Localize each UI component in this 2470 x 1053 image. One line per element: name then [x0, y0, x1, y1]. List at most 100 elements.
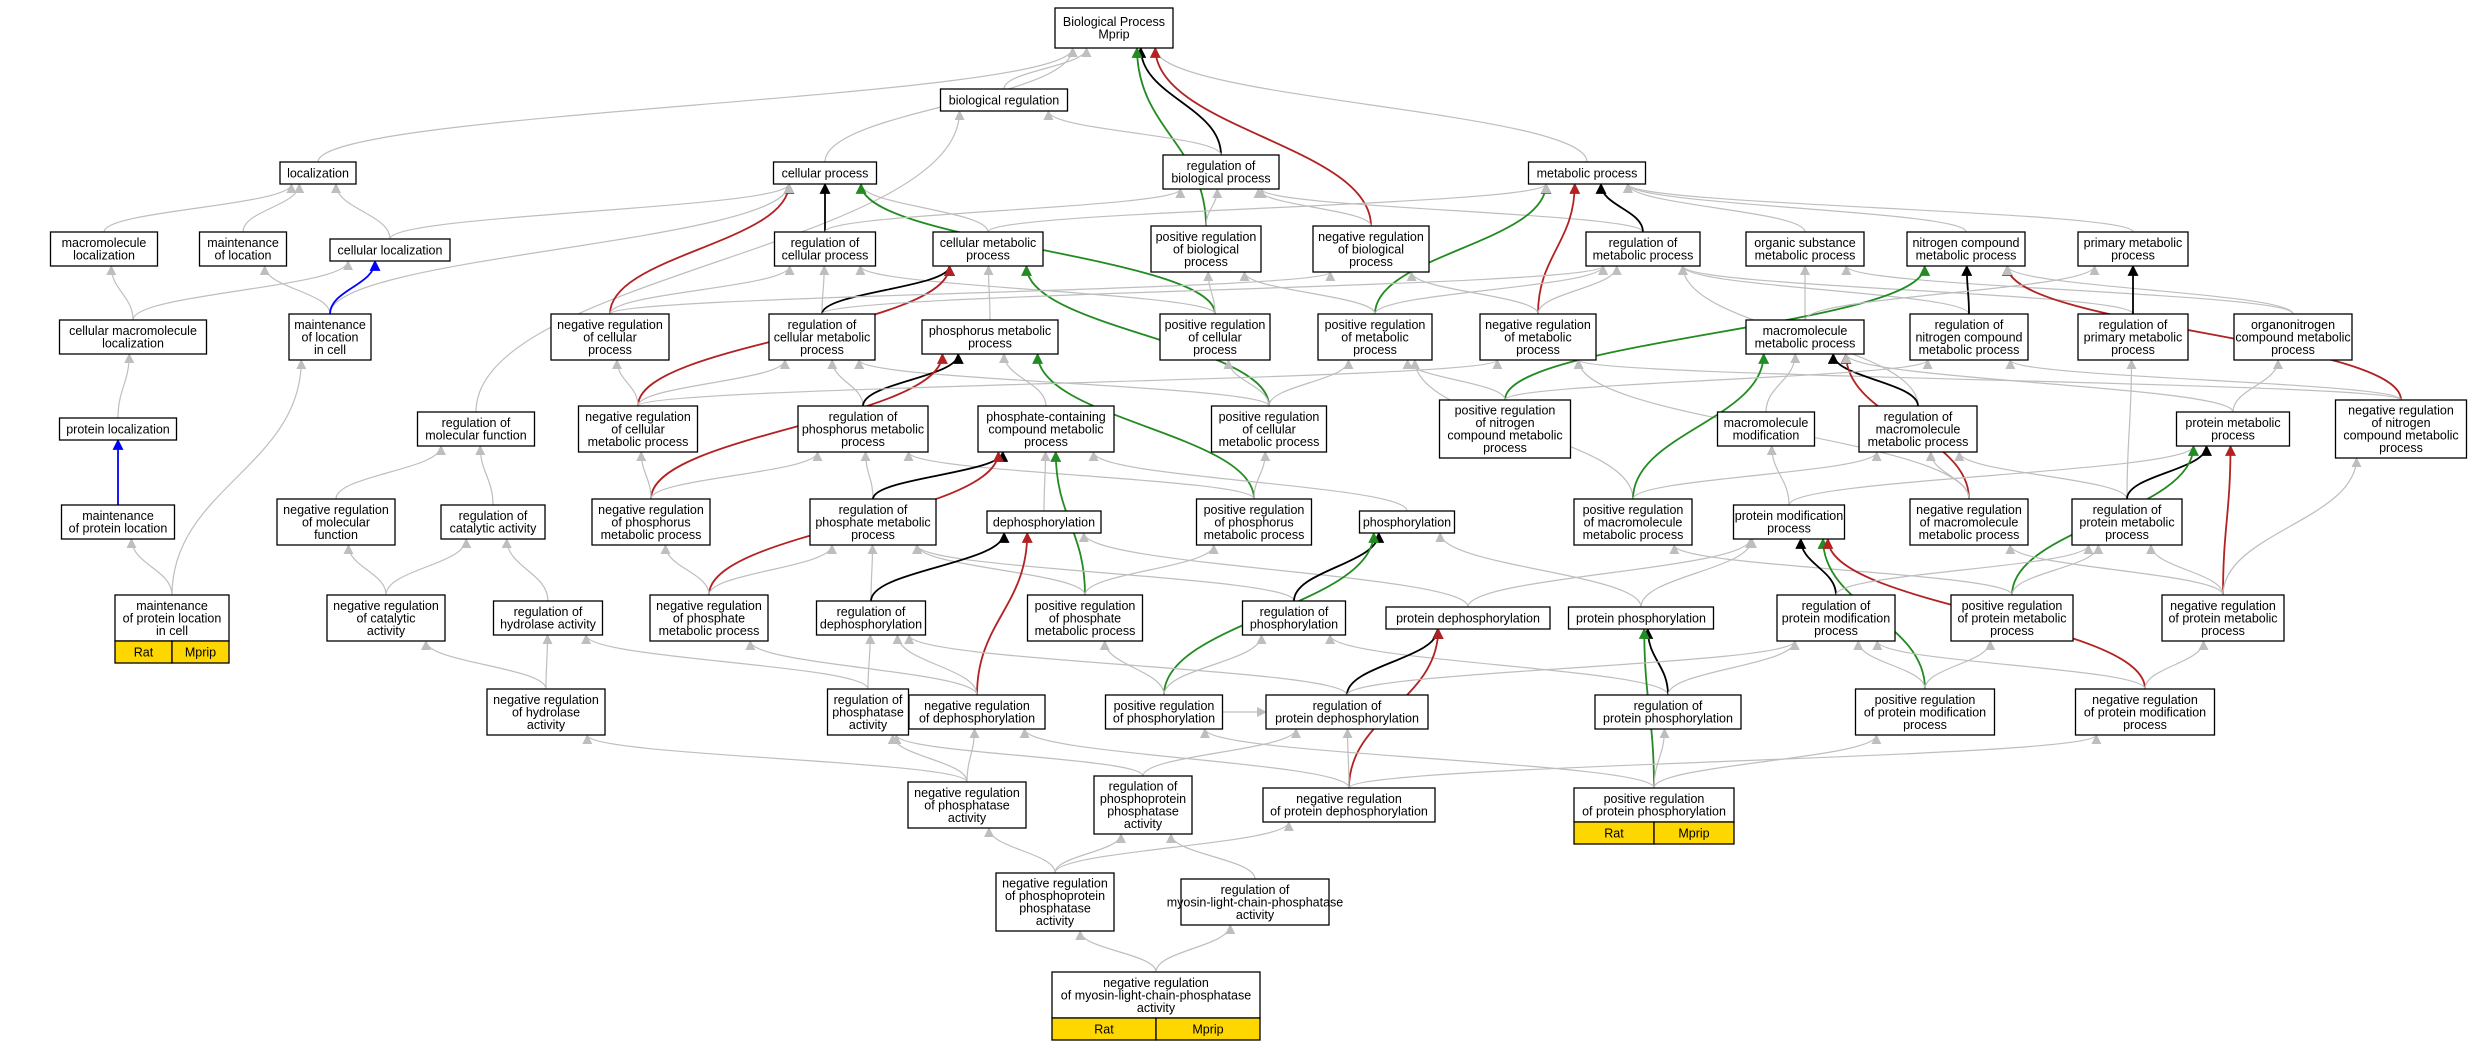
node-protein-dephosphorylation[interactable]: protein dephosphorylation [1385, 606, 1551, 630]
node-protein-phosphorylation[interactable]: protein phosphorylation [1567, 606, 1715, 630]
edge-is-a [650, 451, 823, 500]
node-cellular-process[interactable]: cellular process [772, 161, 878, 185]
node-localization[interactable]: localization [279, 161, 357, 185]
node-label-line: phosphorylation [1250, 618, 1338, 632]
node-box [1104, 694, 1224, 730]
edge-positively-regulates [1021, 264, 1270, 407]
node-label-line: of nitrogen [2371, 416, 2430, 430]
node-protein-localization[interactable]: protein localization [58, 417, 178, 441]
edge-is-a [1054, 821, 1294, 874]
node-label-line: positive regulation [1604, 792, 1705, 806]
node-label-line: of macromolecule [1584, 515, 1683, 529]
edge-is-a [1043, 110, 1222, 156]
node-regulation-of-phosphoprotein-phosphatase-activity[interactable]: regulation ofphosphoproteinphosphataseac… [1093, 775, 1193, 835]
node-dephosphorylation[interactable]: dephosphorylation [986, 510, 1102, 534]
node-label-line: cellular metabolic [774, 330, 871, 344]
edge-is-a [1678, 265, 2134, 315]
node-regulation-of-myosin-light-chain-phosphatase-activity[interactable]: regulation ofmyosin-light-chain-phosphat… [1167, 878, 1344, 926]
node-label-line: regulation of [1935, 318, 2004, 332]
node-phosphorylation[interactable]: phosphorylation [1358, 510, 1456, 534]
node-box [1054, 7, 1174, 49]
node-box [198, 231, 288, 267]
node-label-line: negative regulation [2348, 404, 2454, 418]
node-box [2161, 594, 2285, 642]
node-cellular-localization[interactable]: cellular localization [329, 238, 451, 262]
node-box [1909, 498, 2029, 546]
node-metabolic-process[interactable]: metabolic process [1527, 161, 1647, 185]
edge-is-a [1623, 183, 1806, 233]
node-biological-regulation[interactable]: biological regulation [939, 88, 1069, 112]
node-box [2334, 399, 2468, 459]
node-box [939, 88, 1069, 112]
node-box [1716, 411, 1816, 447]
